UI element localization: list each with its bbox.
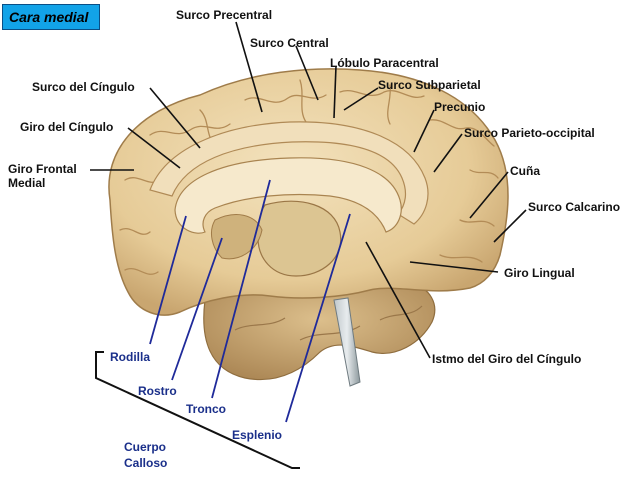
cingulate-gyrus [149,121,429,225]
label-cuna: Cuña [510,164,540,178]
label-surco-precentral: Surco Precentral [176,8,273,22]
thalamus [257,200,342,277]
label-esplenio: Esplenio [232,428,283,442]
label-giro-lingual: Giro Lingual [504,266,575,280]
leader-lines-black [90,21,527,359]
section-badge: Cara medial [2,4,100,30]
label-rodilla: Rodilla [110,350,151,364]
label-rostro: Rostro [138,384,177,398]
label-surco-parieto-occipital: Surco Parieto-occipital [464,126,595,140]
label-cuerpo-calloso-line2: Calloso [124,456,168,470]
gyri-texture [119,79,499,275]
label-surco-calcarino: Surco Calcarino [528,200,621,214]
label-cuerpo-calloso-line1: Cuerpo [124,440,166,454]
label-giro-cingulo: Giro del Cíngulo [20,120,114,134]
label-precunio: Precunio [434,100,486,114]
label-giro-frontal-line1: Giro Frontal [8,162,77,176]
label-tronco: Tronco [186,402,227,416]
stem-rod [333,297,361,387]
label-surco-subparietal: Surco Subparietal [378,78,481,92]
label-lobulo-paracentral: Lóbulo Paracentral [330,56,439,70]
leader-lines-blue [149,179,351,423]
label-giro-frontal-line2: Medial [8,176,46,190]
label-istmo: Istmo del Giro del Cíngulo [432,352,582,366]
label-surco-central: Surco Central [250,36,329,50]
corpus-callosum [174,157,402,234]
label-surco-cingulo: Surco del Cíngulo [32,80,135,94]
ventricle [211,214,263,260]
callosum-bracket [95,351,300,469]
